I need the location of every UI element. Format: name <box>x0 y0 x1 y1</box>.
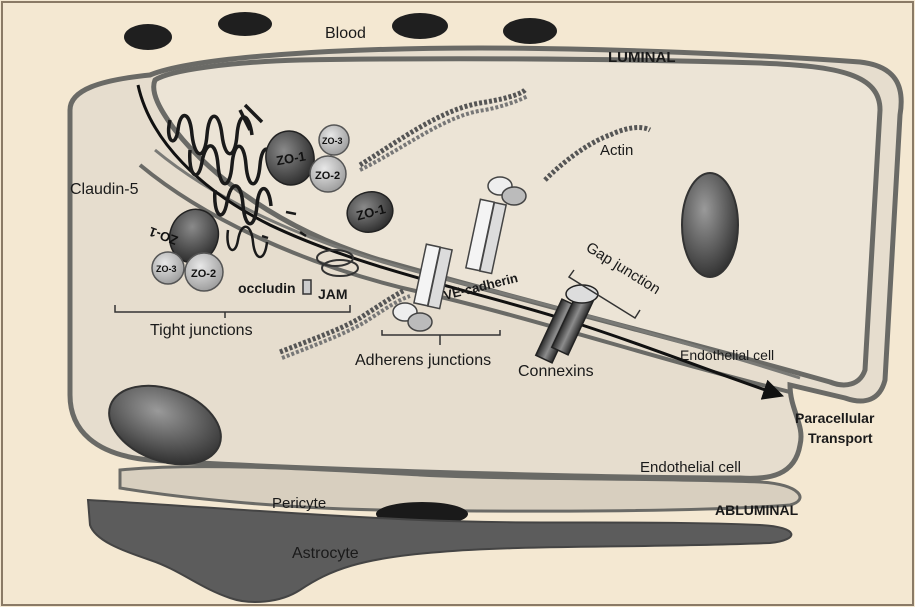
label-connexins: Connexins <box>518 363 594 380</box>
label-pericyte: Pericyte <box>272 495 326 512</box>
blood-cell-icon <box>503 18 557 44</box>
label-zo2-lower: ZO-2 <box>191 268 216 280</box>
blood-cell-icon <box>392 13 448 39</box>
label-endothelial-upper: Endothelial cell <box>680 347 774 363</box>
label-luminal: LUMINAL <box>608 49 676 66</box>
label-occludin: occludin <box>238 280 296 296</box>
label-endothelial-lower: Endothelial cell <box>640 459 741 476</box>
label-blood: Blood <box>325 25 366 42</box>
label-zo3-upper: ZO-3 <box>322 136 343 146</box>
label-astrocyte: Astrocyte <box>292 545 359 562</box>
nucleus-upper-icon <box>682 173 738 277</box>
blood-cell-icon <box>218 12 272 36</box>
label-abluminal: ABLUMINAL <box>715 502 799 518</box>
label-transport: Transport <box>808 430 873 446</box>
label-zo2-upper: ZO-2 <box>315 170 340 182</box>
label-tight-junctions: Tight junctions <box>150 322 253 339</box>
label-claudin: Claudin-5 <box>70 181 139 198</box>
label-adherens: Adherens junctions <box>355 352 491 369</box>
blood-cell-icon <box>124 24 172 50</box>
label-paracellular: Paracellular <box>795 410 875 426</box>
label-jam: JAM <box>318 286 348 302</box>
label-zo3-lower: ZO-3 <box>156 264 177 274</box>
label-actin: Actin <box>600 142 633 159</box>
